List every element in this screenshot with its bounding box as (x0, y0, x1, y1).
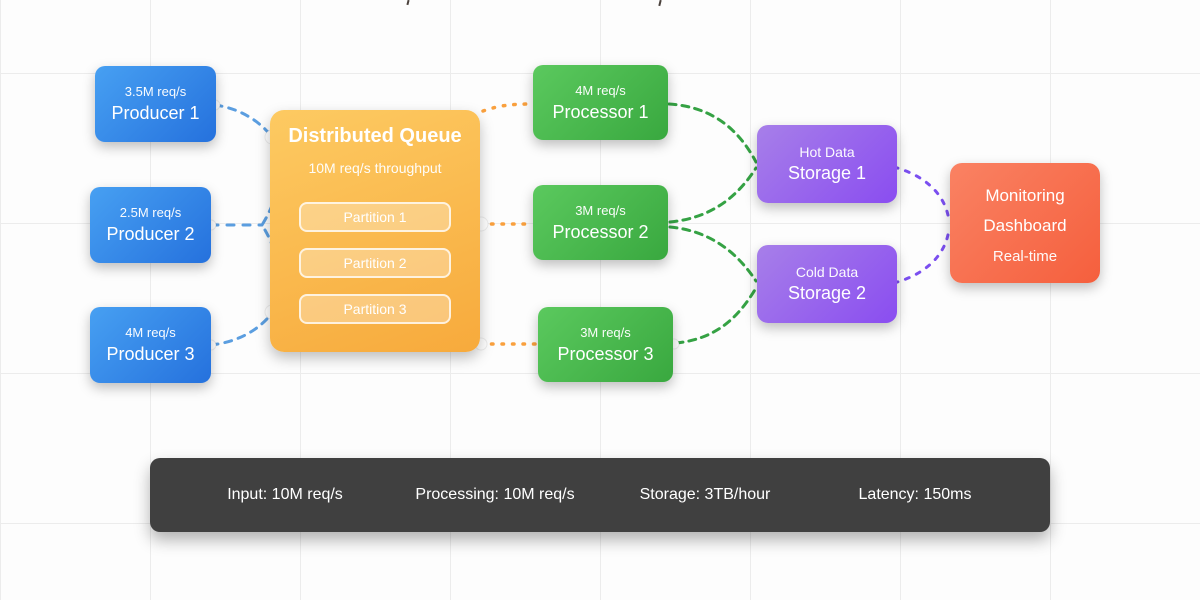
stat-latency: Latency: 150ms (858, 486, 972, 503)
partition-2-button[interactable]: Partition 2 (299, 248, 451, 278)
producer3-queue-edge (209, 311, 274, 347)
clipped-title-fragment (658, 0, 662, 7)
partition-1-button[interactable]: Partition 1 (299, 202, 451, 232)
producer-2-rate: 2.5M req/s (119, 205, 182, 220)
storage-1-label: Storage 1 (787, 163, 867, 183)
processor-1-node[interactable]: 4M req/s Processor 1 (533, 65, 668, 140)
stats-bar: Input: 10M req/s Processing: 10M req/s S… (150, 458, 1050, 532)
processor-1-rate: 4M req/s (575, 82, 626, 98)
processor-3-node[interactable]: 3M req/s Processor 3 (538, 307, 673, 382)
storage-2-node[interactable]: Cold Data Storage 2 (757, 245, 897, 323)
partition-3-button[interactable]: Partition 3 (299, 294, 451, 324)
monitoring-line2: Dashboard (983, 216, 1067, 235)
processor-1-label: Processor 1 (552, 101, 649, 122)
distributed-queue-node[interactable]: Distributed Queue 10M req/s throughput P… (270, 110, 480, 352)
storage2-monitoring-edge (892, 227, 951, 285)
producer-1-rate: 3.5M req/s (124, 84, 187, 99)
queue-subtitle: 10M req/s throughput (308, 160, 442, 176)
processor3-storage2-edge (674, 286, 758, 345)
queue-title: Distributed Queue (288, 125, 462, 147)
stat-processing: Processing: 10M req/s (415, 486, 575, 503)
processor2-storage1-edge (668, 166, 758, 224)
monitoring-dashboard-node[interactable]: Monitoring Dashboard Real-time (950, 163, 1100, 283)
stat-storage: Storage: 3TB/hour (639, 486, 771, 503)
processor-2-label: Processor 2 (552, 221, 649, 242)
monitoring-line1: Monitoring (985, 186, 1065, 205)
processor-2-rate: 3M req/s (575, 202, 626, 218)
processor-3-rate: 3M req/s (580, 324, 631, 340)
producer-3-label: Producer 3 (106, 344, 195, 364)
storage1-monitoring-edge (892, 165, 951, 223)
producer-3-node[interactable]: 4M req/s Producer 3 (90, 307, 211, 383)
partition-list: Partition 1 Partition 2 Partition 3 (270, 202, 480, 324)
producer-2-label: Producer 2 (106, 224, 195, 244)
processor-3-label: Processor 3 (557, 343, 654, 364)
queue-processor1-edge (481, 102, 533, 113)
processor2-storage2-edge (668, 225, 758, 283)
storage-2-label: Storage 2 (787, 283, 867, 303)
producer-1-node[interactable]: 3.5M req/s Producer 1 (95, 66, 216, 142)
storage-1-type: Hot Data (799, 144, 855, 160)
producer1-queue-edge (213, 103, 274, 139)
storage-2-type: Cold Data (795, 264, 859, 280)
storage-1-node[interactable]: Hot Data Storage 1 (757, 125, 897, 203)
processor1-storage1-edge (667, 102, 758, 164)
stat-input: Input: 10M req/s (227, 486, 343, 503)
producer-3-rate: 4M req/s (125, 325, 176, 340)
producer-2-node[interactable]: 2.5M req/s Producer 2 (90, 187, 211, 263)
clipped-title-fragment (406, 0, 410, 6)
processor-2-node[interactable]: 3M req/s Processor 2 (533, 185, 668, 260)
monitoring-line3: Real-time (992, 248, 1058, 265)
producer-1-label: Producer 1 (111, 103, 200, 123)
